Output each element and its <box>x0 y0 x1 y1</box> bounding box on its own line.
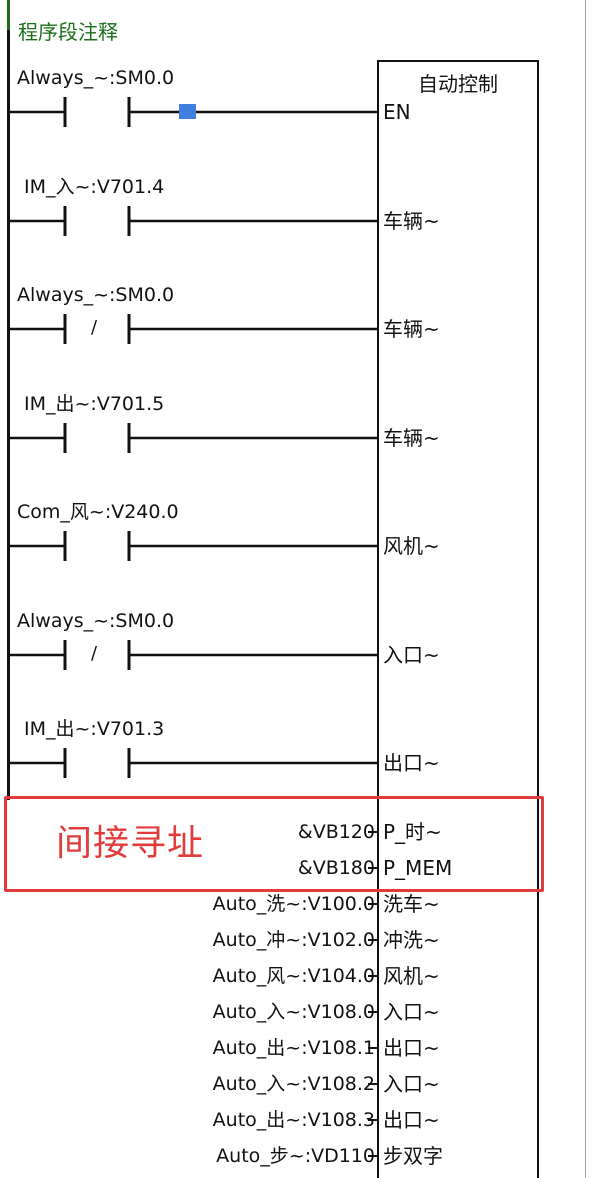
block-input-pin: 车辆~ <box>383 317 440 341</box>
block-parameter-pin: 出口~ <box>383 1108 440 1132</box>
block-input-pin: 风机~ <box>383 534 440 558</box>
block-parameter-pin: P_时~ <box>383 820 442 844</box>
parameter-operand[interactable]: Auto_入~:V108.2 <box>212 1073 375 1095</box>
block-parameter-pin: 风机~ <box>383 964 440 988</box>
indirect-address-label: 间接寻址 <box>56 823 205 864</box>
block-parameter-pin: 洗车~ <box>383 892 440 916</box>
block-input-pin: 车辆~ <box>383 209 440 233</box>
contact-address-label[interactable]: Com_风~:V240.0 <box>17 501 179 523</box>
normally-closed-slash: / <box>91 317 98 338</box>
contact-address-label[interactable]: Always_~:SM0.0 <box>17 67 175 89</box>
en-power-flow-square <box>179 104 196 119</box>
block-parameter-pin: 步双字 <box>383 1144 443 1168</box>
contact-address-label[interactable]: Always_~:SM0.0 <box>17 610 175 632</box>
block-parameter-pin: 入口~ <box>383 1072 440 1096</box>
block-parameter-pin: P_MEM <box>383 856 453 880</box>
parameter-operand[interactable]: Auto_步~:VD110 <box>216 1145 375 1167</box>
power-rail-top <box>7 0 10 36</box>
parameter-operand[interactable]: Auto_出~:V108.3 <box>212 1109 375 1131</box>
parameter-operand[interactable]: &VB120 <box>297 821 375 843</box>
indirect-address-highlight <box>4 796 544 892</box>
block-input-pin: 出口~ <box>383 751 440 775</box>
function-block-title: 自动控制 <box>418 72 498 96</box>
parameter-operand[interactable]: Auto_冲~:V102.0 <box>212 929 375 951</box>
block-input-pin: 入口~ <box>383 643 440 667</box>
parameter-operand[interactable]: Auto_风~:V104.0 <box>212 965 375 987</box>
section-comment[interactable]: 程序段注释 <box>18 20 118 44</box>
parameter-operand[interactable]: Auto_洗~:V100.0 <box>212 893 375 915</box>
contact-address-label[interactable]: IM_出~:V701.3 <box>24 718 165 740</box>
parameter-operand[interactable]: &VB180 <box>297 857 375 879</box>
block-parameter-pin: 出口~ <box>383 1036 440 1060</box>
left-power-rail <box>7 30 10 800</box>
contact-address-label[interactable]: IM_入~:V701.4 <box>24 176 165 198</box>
contact-address-label[interactable]: IM_出~:V701.5 <box>24 393 165 415</box>
parameter-operand[interactable]: Auto_出~:V108.1 <box>212 1037 375 1059</box>
contact-address-label[interactable]: Always_~:SM0.0 <box>17 284 175 306</box>
parameter-operand[interactable]: Auto_入~:V108.0 <box>212 1001 375 1023</box>
normally-closed-slash: / <box>91 643 98 664</box>
editor-right-border <box>585 0 586 1178</box>
block-input-pin: 车辆~ <box>383 426 440 450</box>
function-block-box[interactable]: 自动控制 <box>377 60 539 1178</box>
block-parameter-pin: 冲洗~ <box>383 928 440 952</box>
block-input-pin: EN <box>383 100 411 124</box>
block-parameter-pin: 入口~ <box>383 1000 440 1024</box>
